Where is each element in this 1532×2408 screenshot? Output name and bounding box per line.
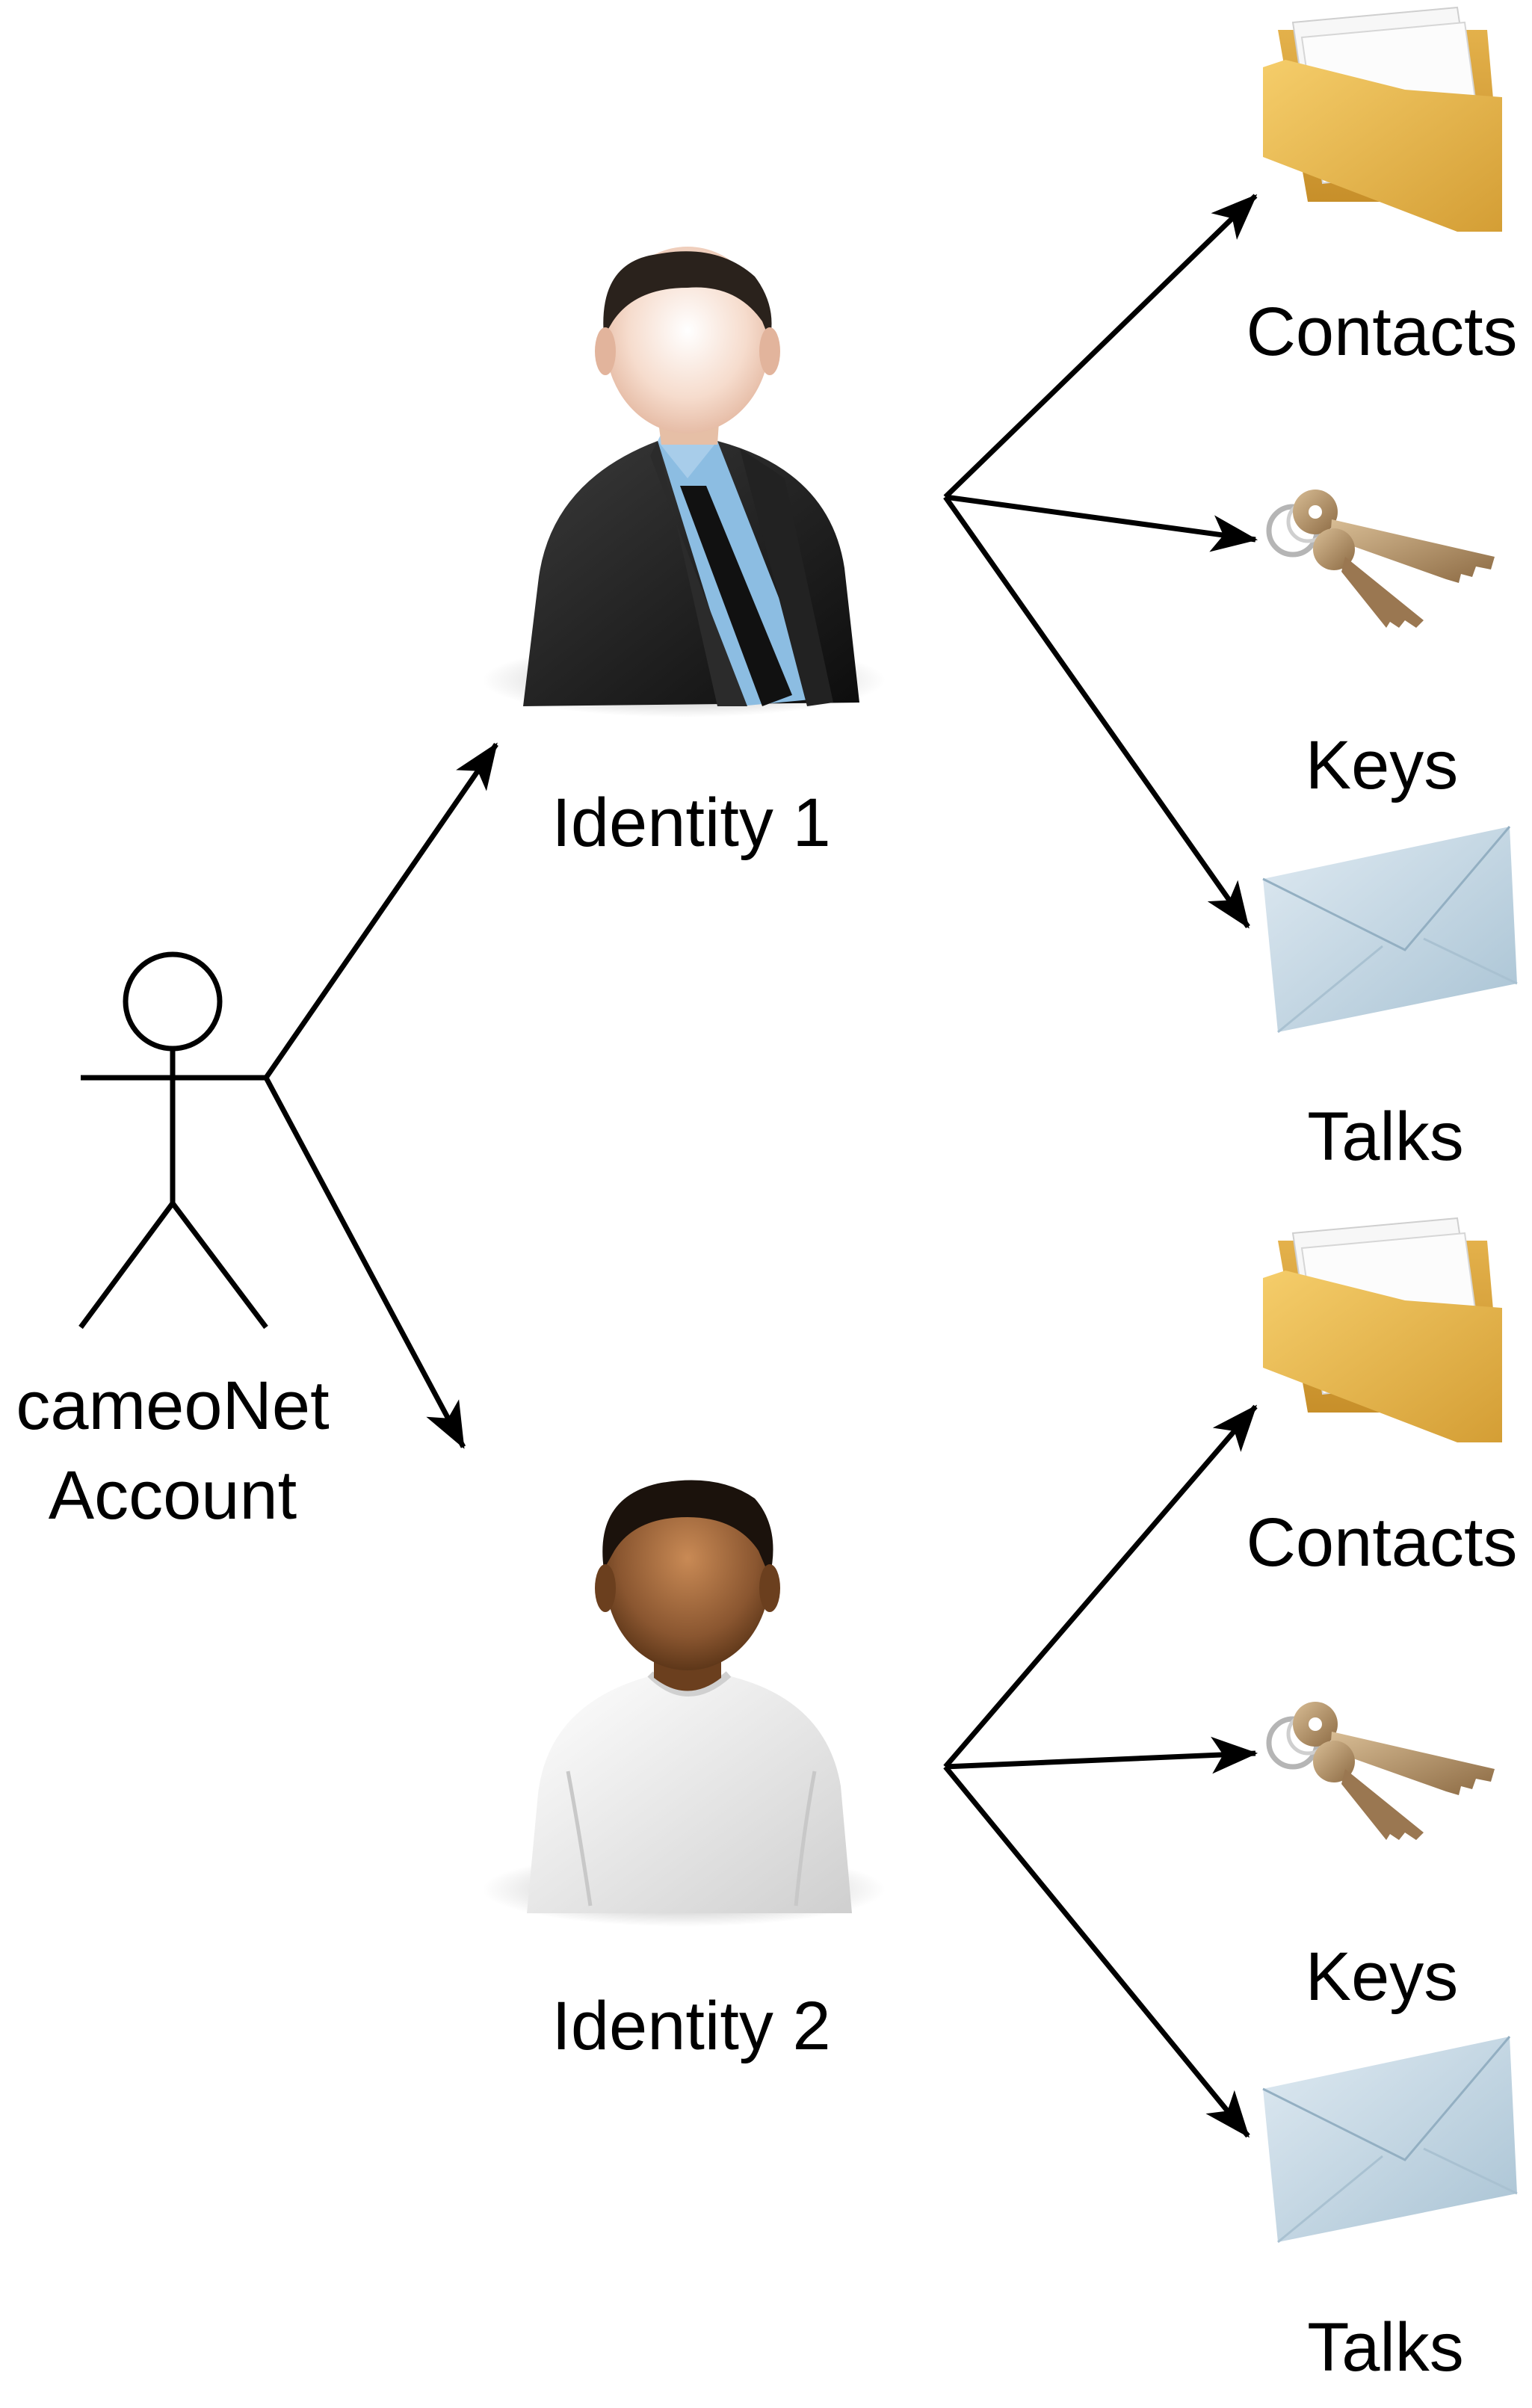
- account-label-line1: cameoNet: [16, 1368, 329, 1444]
- identity-2-item-keys-label: Keys: [1306, 1939, 1459, 2015]
- envelope-icon: [1261, 2035, 1519, 2244]
- arrow-identity-2-to-talks: [943, 1765, 1250, 2138]
- arrow-identity-2-to-keys: [945, 1736, 1258, 1774]
- folder-icon: [1262, 1217, 1503, 1443]
- arrow-identity-1-to-keys: [945, 494, 1258, 552]
- stick-figure-right-leg: [170, 1201, 268, 1330]
- account-stick-figure: [78, 951, 268, 1330]
- arrow-account-to-identity-1: [264, 742, 498, 1079]
- keys-icon: [1269, 490, 1495, 628]
- stick-figure-left-leg: [78, 1201, 175, 1330]
- account-label-line2: Account: [49, 1457, 297, 1534]
- identity-2-arrows: [943, 1404, 1258, 2138]
- identity-1-label: Identity 1: [552, 785, 830, 861]
- account-arrows: [263, 742, 498, 1449]
- identity-1-item-talks-label: Talks: [1307, 1099, 1464, 1175]
- identity-1-arrows: [943, 194, 1258, 929]
- keys-icon: [1269, 1702, 1495, 1840]
- arrow-account-to-identity-2: [263, 1076, 466, 1449]
- businessman-avatar-icon: [482, 247, 886, 717]
- identity-1-item-contacts-label: Contacts: [1246, 294, 1517, 370]
- folder-icon: [1262, 7, 1503, 232]
- arrow-identity-2-to-contacts: [943, 1404, 1258, 1769]
- identity-2-label: Identity 2: [552, 1988, 830, 2064]
- arrow-identity-1-to-contacts: [943, 194, 1258, 499]
- identity-2-item-contacts-label: Contacts: [1246, 1504, 1517, 1581]
- person-avatar-icon: [482, 1480, 886, 1927]
- envelope-icon: [1261, 825, 1519, 1034]
- arrow-identity-1-to-talks: [943, 495, 1250, 929]
- identity-1-item-keys-label: Keys: [1306, 727, 1459, 803]
- stick-figure-head: [123, 951, 223, 1052]
- identity-2-item-talks-label: Talks: [1307, 2309, 1464, 2386]
